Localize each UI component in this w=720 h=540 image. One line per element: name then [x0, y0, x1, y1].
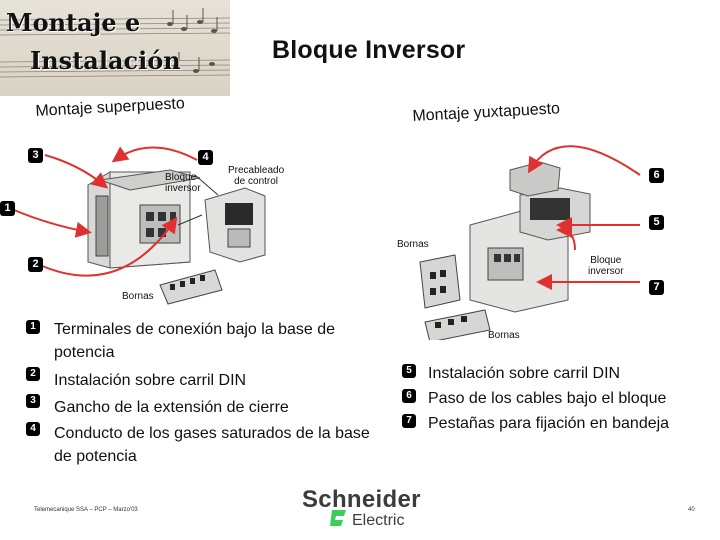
- desc-text-2: Instalación sobre carril DIN: [54, 372, 247, 389]
- callout-arrows: [13, 145, 641, 290]
- desc-num-1: 1: [26, 320, 40, 334]
- desc-num-7: 7: [402, 414, 416, 428]
- brand-title-line2: Instalación: [30, 46, 181, 75]
- callout-4: 4: [198, 150, 213, 165]
- desc-num-5: 5: [402, 364, 416, 378]
- desc-text-4: Conducto de los gases saturados de la ba…: [54, 425, 370, 465]
- callout-7: 7: [649, 280, 664, 295]
- callout-2: 2: [28, 257, 43, 272]
- sheet-music-graphic: [0, 8, 230, 78]
- logo-wordmark-electric: Electric: [352, 512, 405, 529]
- desc-num-2: 2: [26, 367, 40, 381]
- logo-wordmark-schneider: Schneider: [302, 486, 421, 513]
- contactor-left-illustration: [87, 169, 266, 305]
- label-bornas-right-bottom: Bornas: [488, 330, 520, 341]
- desc-num-6: 6: [402, 389, 416, 403]
- desc-text-1: Terminales de conexión bajo la base de p…: [54, 321, 336, 361]
- label-precableado: Precableado de control: [228, 165, 285, 187]
- desc-text-5: Instalación sobre carril DIN: [428, 365, 621, 382]
- page-number: 40: [688, 507, 695, 513]
- callout-5: 5: [649, 215, 664, 230]
- callout-6: 6: [649, 168, 664, 183]
- header-banner: [0, 0, 230, 96]
- label-bloque-inversor-right: Bloque inversor: [588, 255, 624, 277]
- label-bornas-left: Bornas: [122, 291, 154, 302]
- desc-num-4: 4: [26, 422, 40, 436]
- desc-num-3: 3: [26, 394, 40, 408]
- brand-title-line1: Montaje e: [6, 8, 141, 37]
- footer-text: Telemecanique SSA – PCP – Marzo'03: [34, 507, 138, 513]
- label-bloque-inversor-left: Bloque inversor: [165, 172, 201, 194]
- callout-1: 1: [0, 201, 15, 216]
- label-bornas-right-top: Bornas: [397, 239, 429, 250]
- slide-title: Bloque Inversor: [272, 36, 466, 64]
- desc-text-3: Gancho de la extensión de cierre: [54, 399, 289, 416]
- logo-mark-icon: [330, 510, 346, 526]
- contactor-right-illustration: [419, 161, 591, 340]
- desc-text-7: Pestañas para fijación en bandeja: [428, 415, 670, 432]
- device-illustrations: [13, 145, 641, 340]
- desc-text-6: Paso de los cables bajo el bloque: [428, 390, 667, 407]
- callout-3: 3: [28, 148, 43, 163]
